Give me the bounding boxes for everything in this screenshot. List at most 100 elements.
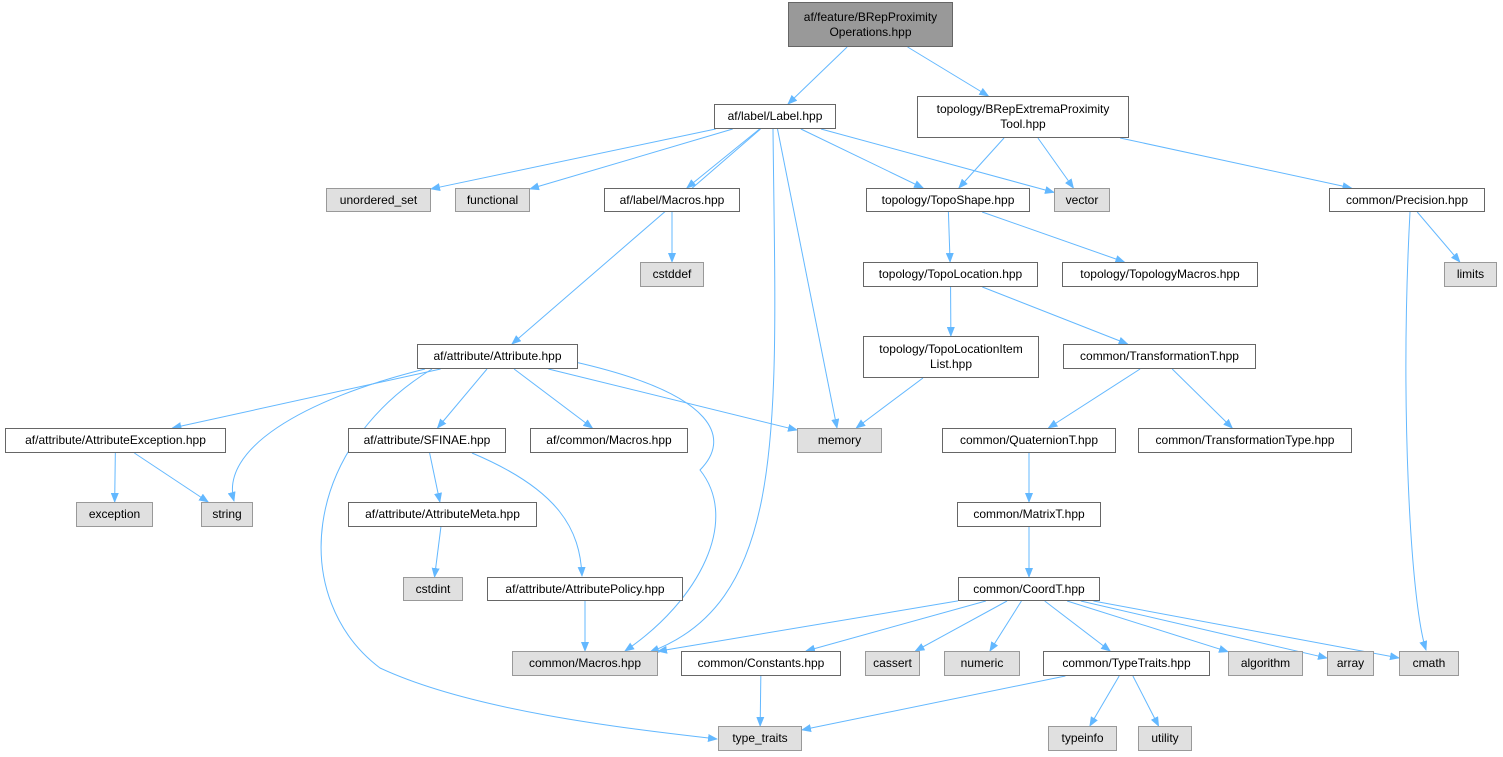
- node-topoLocation[interactable]: topology/TopoLocation.hpp: [863, 262, 1038, 287]
- node-label: cmath: [1412, 656, 1446, 670]
- edge-coordT-to-commonMacros: [657, 600, 959, 654]
- node-label: type_traits: [732, 731, 788, 745]
- edge-attributeMeta-to-cstdint: [431, 526, 442, 578]
- node-label: topology/TopoLocation.hpp: [878, 267, 1023, 281]
- edge-label-to-memory: [776, 128, 840, 429]
- edge-attribute-to-afCommonMacros: [513, 368, 594, 429]
- node-matrixT[interactable]: common/MatrixT.hpp: [957, 502, 1101, 527]
- edge-topoShape-to-topologyMacros: [981, 211, 1126, 263]
- edge-sfinae-to-attributeMeta: [429, 452, 442, 503]
- node-memory: memory: [797, 428, 882, 453]
- edge-coordT-to-array: [1080, 600, 1328, 660]
- edge-topoShape-to-topoLocation: [945, 211, 954, 263]
- node-attribute[interactable]: af/attribute/Attribute.hpp: [417, 344, 578, 369]
- edge-label-to-unordered_set: [430, 128, 716, 192]
- node-label: af/attribute/Attribute.hpp: [433, 349, 562, 363]
- node-cstdint: cstdint: [403, 577, 463, 601]
- node-attributePolicy[interactable]: af/attribute/AttributePolicy.hpp: [487, 577, 683, 601]
- node-attributeException[interactable]: af/attribute/AttributeException.hpp: [5, 428, 226, 453]
- node-label: cassert: [873, 656, 912, 670]
- node-label: topology/TopoShape.hpp: [881, 192, 1015, 207]
- edge-transformationT-to-transformationType: [1171, 368, 1233, 429]
- node-attributeMeta[interactable]: af/attribute/AttributeMeta.hpp: [348, 502, 537, 527]
- node-label: topology/TopoLocationItem List.hpp: [879, 342, 1023, 371]
- edge-brepTool-to-precision: [1120, 137, 1353, 191]
- edge-attribute-to-sfinae: [436, 368, 488, 429]
- edge-typeTraits-to-typeinfo: [1089, 675, 1120, 727]
- node-label: common/Precision.hpp: [1345, 192, 1469, 207]
- node-label: array: [1336, 656, 1365, 670]
- node-topoShape[interactable]: topology/TopoShape.hpp: [866, 188, 1030, 212]
- edge-label-to-topoShape: [800, 128, 925, 189]
- node-label: common/Constants.hpp: [697, 656, 825, 670]
- node-root[interactable]: af/feature/BRepProximity Operations.hpp: [788, 2, 953, 47]
- node-label: numeric: [960, 656, 1004, 670]
- edge-coordT-to-typeTraits: [1044, 600, 1111, 652]
- node-label: af/attribute/AttributePolicy.hpp: [505, 581, 665, 596]
- node-label: common/MatrixT.hpp: [973, 507, 1085, 521]
- edge-precision-to-limits: [1416, 211, 1461, 263]
- edge-brepTool-to-vector: [1037, 137, 1075, 189]
- node-label: exception: [88, 507, 141, 521]
- edge-label-to-functional: [529, 128, 733, 191]
- edge-coordT-to-constants: [805, 600, 986, 653]
- node-label: string: [212, 507, 242, 521]
- edge-coordT-to-cmath: [1093, 600, 1400, 661]
- node-afCommonMacros[interactable]: af/common/Macros.hpp: [530, 428, 688, 453]
- edge-label-to-vector: [820, 128, 1055, 194]
- node-transformationT[interactable]: common/TransformationT.hpp: [1063, 344, 1256, 369]
- node-label: af/label/Macros.hpp: [619, 192, 725, 207]
- node-commonMacros: common/Macros.hpp: [512, 651, 658, 676]
- edge-attribute-to-type_traits: [320, 368, 718, 742]
- node-type_traits: type_traits: [718, 726, 802, 751]
- edge-topoLocation-to-transformationT: [982, 286, 1129, 345]
- node-exception: exception: [76, 502, 153, 527]
- node-label: typeinfo: [1061, 731, 1104, 745]
- node-label: af/common/Macros.hpp: [546, 433, 672, 447]
- node-label: af/feature/BRepProximity Operations.hpp: [803, 9, 938, 39]
- node-limits: limits: [1444, 262, 1497, 287]
- node-functional: functional: [455, 188, 530, 212]
- node-brepTool[interactable]: topology/BRepExtremaProximity Tool.hpp: [917, 96, 1129, 138]
- node-typeinfo: typeinfo: [1048, 726, 1117, 751]
- node-labelMacros[interactable]: af/label/Macros.hpp: [604, 188, 740, 212]
- node-string: string: [201, 502, 253, 527]
- node-numeric: numeric: [944, 651, 1020, 676]
- node-label[interactable]: af/label/Label.hpp: [714, 104, 836, 129]
- node-transformationType[interactable]: common/TransformationType.hpp: [1138, 428, 1352, 453]
- node-typeTraits[interactable]: common/TypeTraits.hpp: [1043, 651, 1210, 676]
- edge-label-to-attribute: [511, 128, 761, 345]
- node-label: limits: [1456, 267, 1485, 281]
- node-cassert: cassert: [865, 651, 920, 676]
- node-label: common/CoordT.hpp: [973, 581, 1085, 596]
- edge-attribute-to-attributeException: [171, 368, 441, 430]
- node-array: array: [1327, 651, 1374, 676]
- node-unordered_set: unordered_set: [326, 188, 431, 212]
- edge-attributeException-to-string: [134, 452, 209, 503]
- edge-typeTraits-to-type_traits: [801, 675, 1066, 733]
- node-constants[interactable]: common/Constants.hpp: [681, 651, 841, 676]
- edge-root-to-brepTool: [907, 46, 990, 97]
- node-label: af/attribute/AttributeMeta.hpp: [365, 507, 520, 521]
- edge-coordT-to-algorithm: [1066, 600, 1229, 653]
- node-precision[interactable]: common/Precision.hpp: [1329, 188, 1485, 212]
- node-label: cstdint: [415, 581, 451, 596]
- edge-constants-to-type_traits: [756, 675, 765, 727]
- node-label: common/TransformationType.hpp: [1155, 433, 1335, 447]
- node-cmath: cmath: [1399, 651, 1459, 676]
- node-label: vector: [1065, 192, 1099, 207]
- node-topoLocationItemList[interactable]: topology/TopoLocationItem List.hpp: [863, 336, 1039, 378]
- node-quaternionT[interactable]: common/QuaternionT.hpp: [942, 428, 1116, 453]
- node-coordT[interactable]: common/CoordT.hpp: [958, 577, 1100, 601]
- node-topologyMacros[interactable]: topology/TopologyMacros.hpp: [1062, 262, 1258, 287]
- node-sfinae[interactable]: af/attribute/SFINAE.hpp: [348, 428, 506, 453]
- node-label: topology/TopologyMacros.hpp: [1080, 267, 1240, 281]
- node-label: utility: [1151, 731, 1179, 745]
- node-label: common/Macros.hpp: [528, 656, 642, 670]
- edge-typeTraits-to-utility: [1132, 675, 1160, 727]
- edge-transformationT-to-quaternionT: [1047, 368, 1141, 429]
- node-label: functional: [466, 192, 519, 207]
- edge-brepTool-to-topoShape: [958, 137, 1005, 189]
- node-label: af/label/Label.hpp: [727, 109, 823, 123]
